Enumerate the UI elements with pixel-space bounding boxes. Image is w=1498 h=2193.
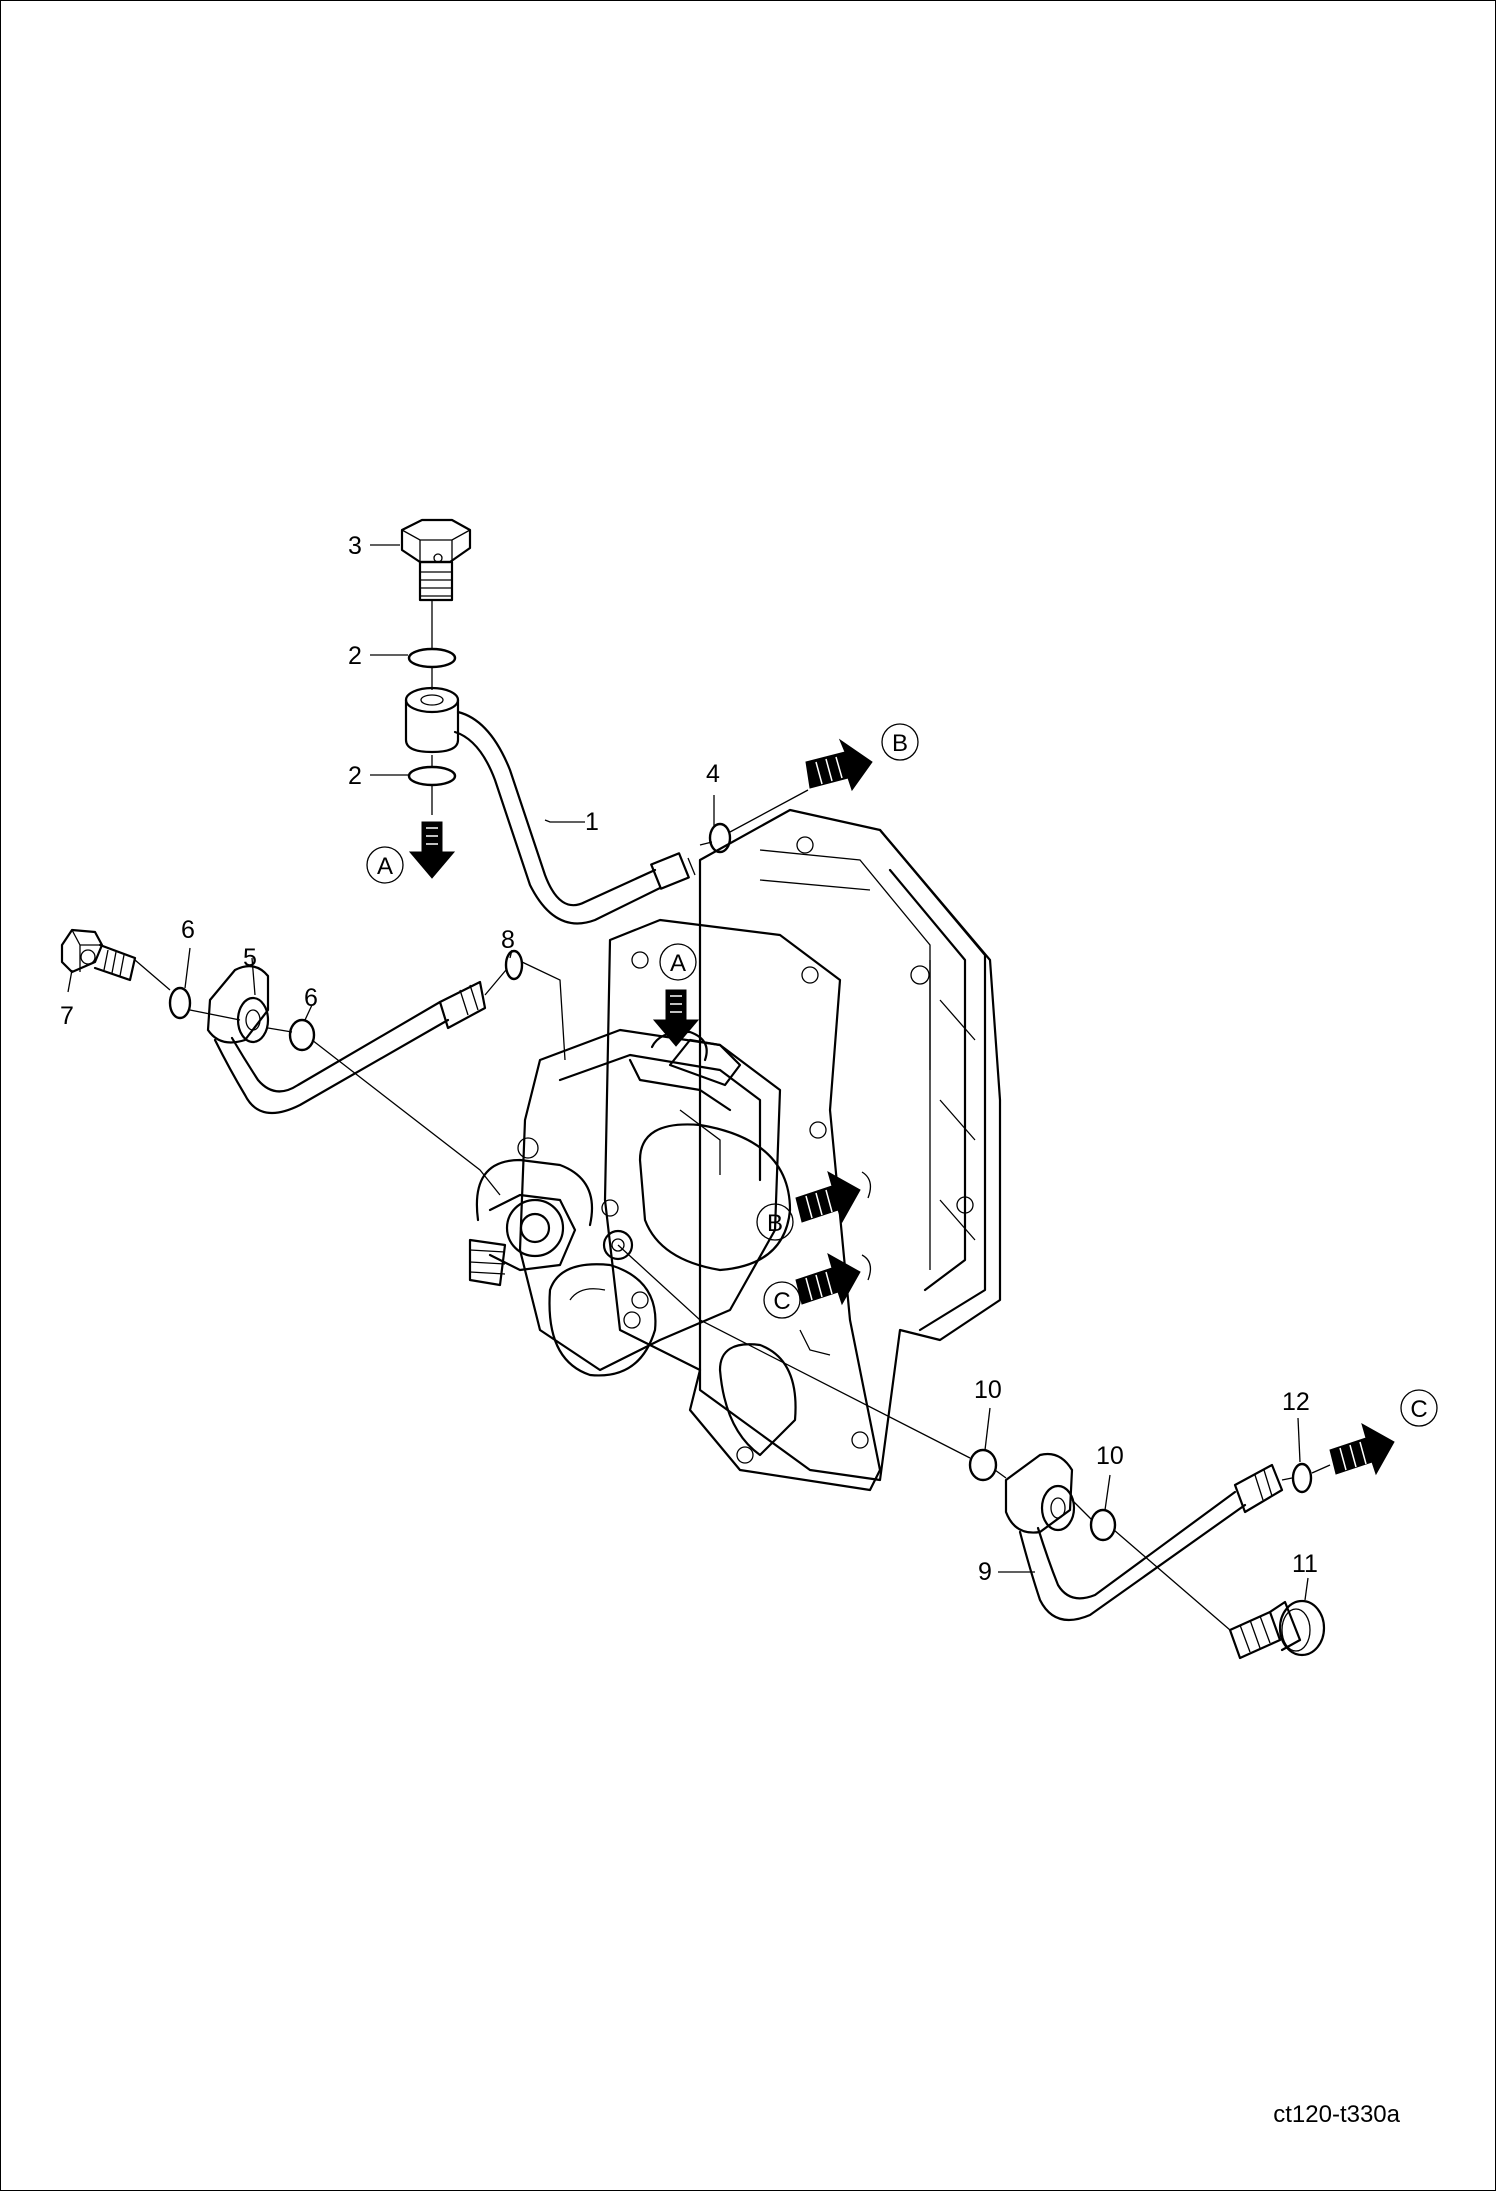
o-ring-4	[708, 822, 732, 854]
banjo-fitting-pipe-9	[1004, 1452, 1284, 1622]
o-ring-2-lower	[407, 765, 457, 787]
callout-a-pump: A	[659, 943, 697, 981]
banjo-fitting-pipe-5	[206, 965, 487, 1115]
part-label-8: 8	[501, 926, 515, 954]
part-label-10-left: 10	[974, 1376, 1002, 1404]
banjo-bolt-7	[60, 928, 137, 982]
callout-c-right: C	[1400, 1389, 1438, 1427]
part-label-6-right: 6	[304, 984, 318, 1012]
o-ring-10-right	[1089, 1508, 1117, 1542]
svg-text:A: A	[670, 950, 686, 977]
part-label-11: 11	[1292, 1550, 1318, 1578]
svg-text:A: A	[377, 853, 393, 880]
part-label-2-lower: 2	[348, 762, 362, 790]
arrow-c-pump	[795, 1252, 861, 1306]
arrow-a-pump	[652, 989, 700, 1047]
part-label-6-left: 6	[181, 916, 195, 944]
part-label-3: 3	[348, 532, 362, 560]
o-ring-6-left	[168, 986, 192, 1020]
callout-c-pump: C	[763, 1281, 801, 1319]
arrow-a-upper	[408, 821, 456, 879]
part-label-1: 1	[585, 808, 599, 836]
part-numbers: 3 2 2 1 4 6 5 6 7 8 10 10 9 11 12	[60, 532, 1318, 1586]
o-ring-8	[504, 949, 524, 981]
transmission-housing	[698, 808, 1002, 1482]
assembly-centerlines	[134, 600, 1331, 1631]
figure-id: ct120-t330a	[1273, 2101, 1400, 2128]
callout-a-upper: A	[366, 846, 404, 884]
hydraulic-pump	[468, 1028, 792, 1377]
svg-text:B: B	[892, 730, 908, 757]
part-label-12: 12	[1282, 1388, 1310, 1416]
banjo-bolt-3	[400, 518, 472, 602]
banjo-fitting-pipe-1	[404, 686, 696, 925]
svg-text:B: B	[767, 1210, 783, 1237]
part-leaders	[67, 544, 1309, 1601]
banjo-bolt-11	[1228, 1599, 1326, 1660]
part-label-4: 4	[706, 760, 720, 788]
part-label-9: 9	[978, 1558, 992, 1586]
part-label-10-right: 10	[1096, 1442, 1124, 1470]
part-label-5: 5	[243, 944, 257, 972]
part-label-2-upper: 2	[348, 642, 362, 670]
part-label-7: 7	[60, 1002, 74, 1030]
arrow-b-pump	[795, 1170, 861, 1224]
arrow-b-upper	[805, 738, 873, 792]
callout-b-upper: B	[881, 723, 919, 761]
svg-text:C: C	[773, 1288, 790, 1315]
arrow-c-right	[1329, 1422, 1395, 1476]
callout-b-pump: B	[756, 1203, 794, 1241]
o-ring-10-left	[968, 1448, 998, 1482]
o-ring-6-right	[288, 1018, 316, 1052]
o-ring-2-upper	[407, 647, 457, 669]
mounting-flange	[603, 918, 882, 1492]
o-ring-12	[1291, 1462, 1313, 1494]
svg-text:C: C	[1410, 1396, 1427, 1423]
